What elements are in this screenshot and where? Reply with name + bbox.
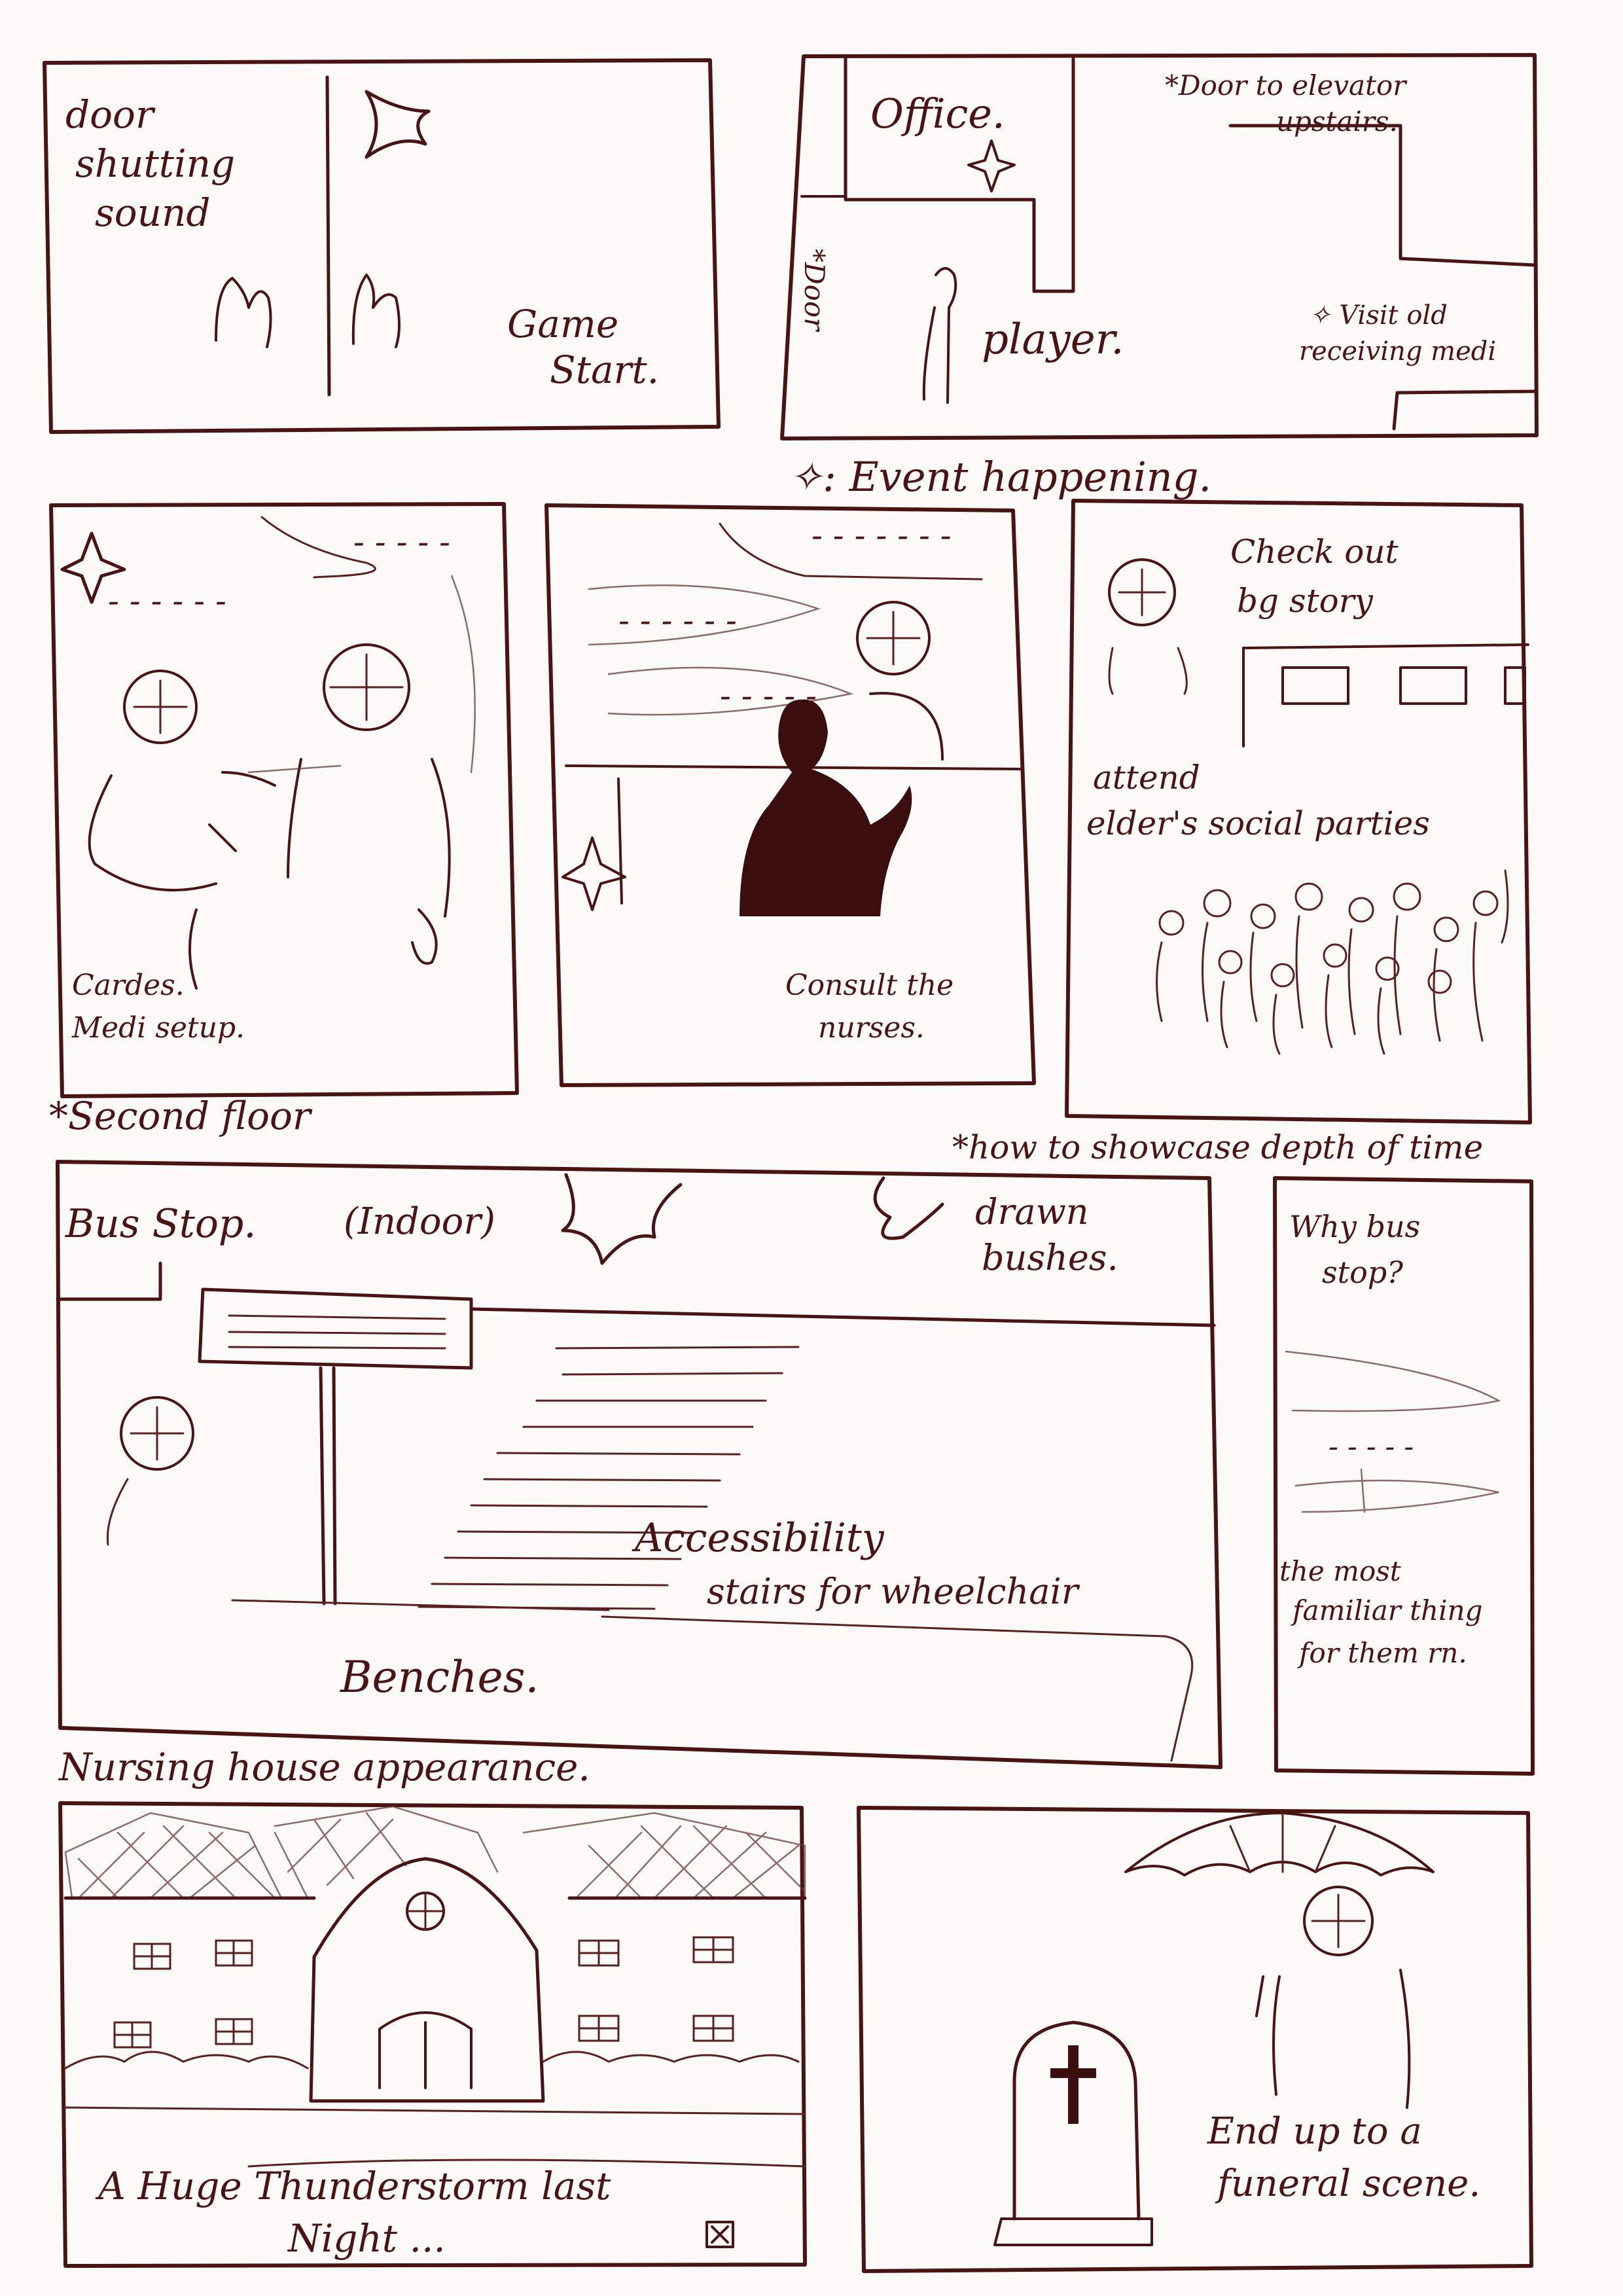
game-start-label-2: Start.: [550, 348, 659, 392]
panel-nursing-house: A Huge Thunderstorm last Night ...: [58, 1801, 807, 2268]
door-sound-label-1: door: [65, 92, 156, 137]
nurses-caption-1: Consult the: [785, 969, 954, 1002]
panel-funeral: End up to a funeral scene.: [857, 1806, 1533, 2273]
medi-caption-2: Medi setup.: [71, 1011, 245, 1045]
cross-icon: [1050, 2045, 1096, 2124]
elevator-label-1: *Door to elevator: [1165, 69, 1408, 101]
event-legend-note: ✧: Event happening.: [789, 453, 1211, 501]
panel-floor-map: Office. *Door to elevator upstairs. *Doo…: [780, 53, 1539, 440]
bus-stop-label: Bus Stop.: [65, 1201, 256, 1247]
panel-medi-setup: - - - - - - - - - - - Cardes. Medi setup…: [49, 502, 519, 1098]
office-label: Office.: [870, 90, 1005, 137]
nursing-house-note: Nursing house appearance.: [58, 1745, 590, 1789]
bg-story-label-2: bg story: [1237, 582, 1374, 620]
thunderstorm-caption-2: Night ...: [287, 2216, 446, 2261]
visit-label-1: ✧ Visit old: [1309, 300, 1448, 331]
door-sound-label-2: shutting: [75, 141, 235, 186]
why-answer-1: the most: [1279, 1555, 1401, 1587]
why-question-1: Why bus: [1289, 1209, 1420, 1244]
bushes-label-2: bushes.: [982, 1237, 1118, 1278]
speech-dots: - - - - - -: [108, 582, 226, 620]
nurses-caption-2: nurses.: [818, 1011, 925, 1045]
thunderstorm-caption-1: A Huge Thunderstorm last: [95, 2164, 611, 2208]
sparkle-icon: [562, 836, 626, 911]
panel-why-bus-stop: - - - - - Why bus stop? the most familia…: [1273, 1176, 1535, 1776]
sparkle-icon: [60, 531, 126, 604]
stairs-label-2: stairs for wheelchair: [707, 1571, 1080, 1612]
bushes-label-1: drawn: [975, 1191, 1089, 1232]
second-floor-note: *Second floor: [49, 1094, 313, 1138]
benches-label: Benches.: [340, 1652, 539, 1702]
panel-consult-nurses: - - - - - - - - - - - - - - - - - - Cons…: [544, 503, 1036, 1087]
player-silhouette: [740, 699, 912, 916]
why-answer-3: for them rn.: [1297, 1637, 1467, 1669]
speech-dots: - - - - - - -: [812, 516, 952, 554]
panel-bus-stop: Bus Stop. (Indoor) drawn bushes. Accessi…: [56, 1160, 1222, 1769]
funeral-caption-2: funeral scene.: [1215, 2162, 1480, 2205]
elevator-label-2: upstairs.: [1276, 105, 1398, 137]
why-question-2: stop?: [1322, 1255, 1403, 1290]
speech-dots: - - - - -: [1329, 1430, 1414, 1463]
game-start-label-1: Game: [507, 302, 618, 346]
bg-story-label-1: Check out: [1230, 533, 1399, 571]
speech-dots: - - - - - -: [618, 601, 737, 639]
indoor-label: (Indoor): [344, 1200, 495, 1243]
sparkle-icon: [967, 139, 1016, 192]
stairs-sketch: [418, 1346, 800, 1610]
speech-dots: - - - - -: [353, 523, 450, 561]
door-sound-label-3: sound: [95, 190, 211, 235]
player-label: player.: [982, 315, 1124, 364]
sparkle-icon: [365, 90, 431, 159]
panel-story-parties: Check out bg story attend elder's social…: [1065, 499, 1532, 1124]
panel-door-shutting: door shutting sound Game Start.: [43, 58, 721, 434]
why-answer-2: familiar thing: [1291, 1594, 1482, 1626]
funeral-caption-1: End up to a: [1207, 2110, 1422, 2153]
stairs-label-1: Accessibility: [632, 1515, 885, 1561]
parties-label-2: elder's social parties: [1086, 804, 1430, 842]
umbrella-icon: [1124, 1812, 1435, 1876]
depth-of-time-note: *how to showcase depth of time: [952, 1128, 1483, 1166]
crowd-sketch: [1156, 869, 1509, 1055]
medi-caption-1: Cardes.: [72, 969, 185, 1002]
close-icon: [705, 2221, 734, 2248]
parties-label-1: attend: [1093, 759, 1200, 797]
visit-label-2: receiving medi: [1299, 336, 1496, 367]
door-label: *Door: [798, 249, 830, 332]
windows: [113, 1936, 734, 2049]
roof-crosshatch: [64, 1805, 806, 1899]
